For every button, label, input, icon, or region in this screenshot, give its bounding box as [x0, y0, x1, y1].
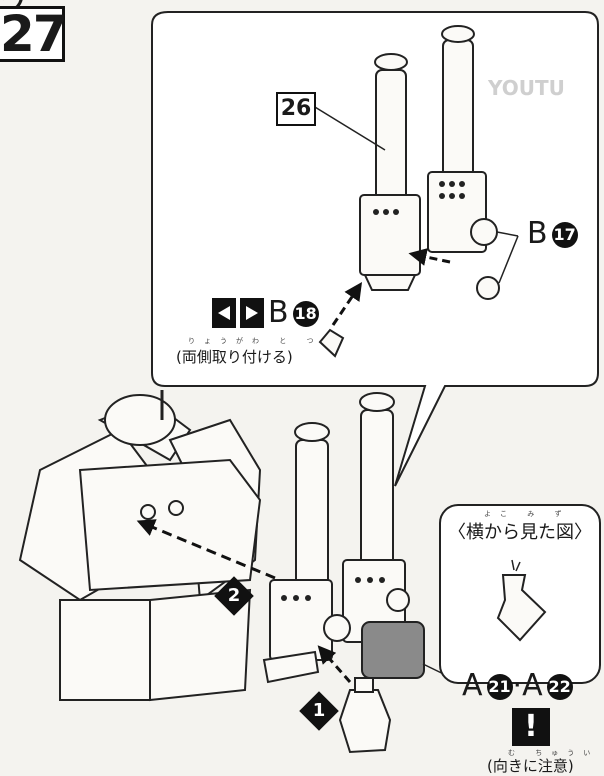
step-arrow-2-marker: 2 — [214, 576, 254, 616]
watermark: YOUTU — [488, 76, 565, 100]
step-arrow-2-number: 2 — [227, 585, 241, 606]
caution-note: (向きに注意) — [487, 757, 574, 775]
step-number: 27 — [0, 5, 68, 63]
part-number-badge: 22 — [546, 673, 573, 700]
shaded-cap — [361, 621, 425, 679]
loose-nozzle — [338, 689, 392, 754]
part-ref-letter: B — [527, 216, 548, 251]
step-arrow-1-number: 1 — [312, 700, 326, 721]
part-number-badge: 17 — [551, 221, 578, 248]
attach-note-ruby: りょうがわ と つ — [188, 337, 323, 345]
caution-ruby: む ちゅうい — [508, 749, 600, 757]
main-booster-part — [262, 392, 410, 684]
two-sided-mark — [212, 298, 264, 328]
robot-torso — [18, 394, 262, 702]
part-label-26: 26 — [276, 92, 316, 126]
part-ref-letter: A — [462, 668, 483, 703]
part-ref-separator: · — [512, 668, 523, 703]
part-ref-letter: A — [522, 668, 543, 703]
part-ref-letter: B — [268, 295, 289, 330]
step-arrow-1-marker: 1 — [299, 691, 339, 731]
part-number-badge: 21 — [486, 673, 513, 700]
caution-icon: ! — [512, 708, 550, 746]
attach-note: (両側取り付ける) — [176, 348, 293, 366]
part-number-badge: 18 — [292, 300, 319, 327]
side-view-ruby: よこ み ず — [484, 510, 571, 518]
side-view-label: 〈横から見た図〉 — [448, 522, 592, 543]
side-view-nozzle — [496, 574, 547, 642]
callout-booster-part — [318, 25, 500, 358]
